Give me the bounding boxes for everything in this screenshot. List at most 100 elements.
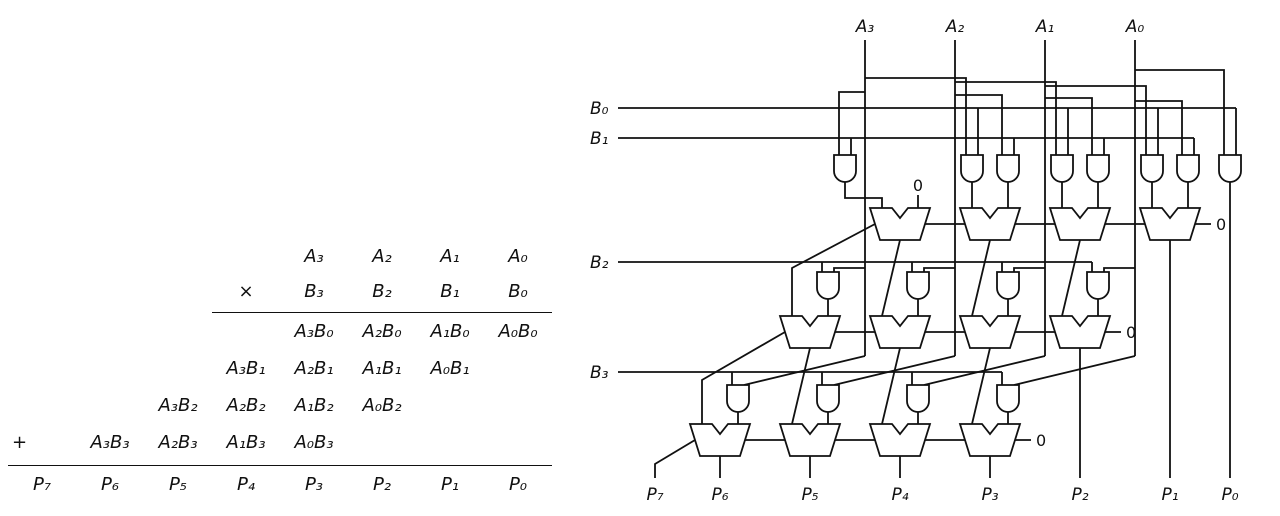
mult-cell: A₃B₀ (294, 321, 334, 342)
partial-product-row-4: + A₃B₃ A₂B₃ A₁B₃ A₀B₃ (8, 432, 552, 453)
adder-row1-1 (868, 207, 932, 241)
mult-cell: P₄ (236, 474, 256, 495)
partial-product-row-3: A₃B₂ A₂B₂ A₁B₂ A₀B₂ (8, 395, 552, 416)
mult-cell: A₂B₂ (226, 395, 266, 416)
sum-p-wires-row3 (719, 456, 991, 478)
and-gate-a2b2 (906, 271, 930, 300)
mult-cell: A₀B₂ (362, 395, 402, 416)
plus-sign: + (12, 432, 28, 453)
mult-cell: P₇ (32, 474, 52, 495)
and-gate-a3b0 (960, 154, 984, 183)
carry-wires-row2 (701, 331, 1121, 424)
mult-cell: A₃ (304, 246, 324, 267)
b2-input-label: B₂ (590, 253, 609, 273)
and-gate-a3b3 (726, 384, 750, 413)
adder-row2-3 (958, 315, 1022, 349)
and-gate-a0b0 (1218, 154, 1242, 183)
adder-row3-1 (688, 423, 752, 457)
mult-cell: A₃B₃ (90, 432, 130, 453)
mult-cell: A₁B₁ (362, 358, 402, 379)
and-gate-a1b2 (996, 271, 1020, 300)
mult-cell (8, 321, 76, 342)
and-gate-a2b3 (816, 384, 840, 413)
mult-cell (144, 358, 212, 379)
a1-input-label: A₁ (1035, 17, 1054, 37)
and-gate-a2b1 (996, 154, 1020, 183)
mult-cell (76, 358, 144, 379)
adder-row3-2 (778, 423, 842, 457)
mult-cell (76, 281, 144, 302)
multiplication-layout: A₃ A₂ A₁ A₀ × B₃ B₂ B₁ B₀ A₃B₀ A₂B₀ A₁B₀… (0, 0, 565, 516)
a-row1-branch-wires (838, 69, 1225, 155)
mult-cell: B₀ (508, 281, 528, 302)
mult-cell: P₂ (372, 474, 392, 495)
zero-label-top: 0 (913, 176, 923, 195)
mult-cell (484, 358, 552, 379)
a3-input-label: A₃ (855, 17, 875, 37)
b0-input-label: B₀ (590, 99, 609, 119)
and-gate-a1b3 (906, 384, 930, 413)
mult-cell (416, 395, 484, 416)
partial-product-row-2: A₃B₁ A₂B₁ A₁B₁ A₀B₁ (8, 358, 552, 379)
mult-cell (416, 432, 484, 453)
p5-output-label: P₅ (801, 485, 818, 505)
and-gate-a0b1 (1176, 154, 1200, 183)
adder-row2-2 (868, 315, 932, 349)
mult-cell (8, 395, 76, 416)
mult-cell: P₃ (304, 474, 324, 495)
a2-input-label: A₂ (945, 17, 965, 37)
mult-cell: A₁B₃ (226, 432, 266, 453)
p2-output-label: P₂ (1071, 485, 1088, 505)
mult-cell: A₁ (440, 246, 460, 267)
mult-cell (144, 281, 212, 302)
and-gate-a0b2 (1086, 271, 1110, 300)
b-stub-wires-row3 (731, 372, 1003, 385)
and-gate-a2b0 (1050, 154, 1074, 183)
mult-cell (8, 246, 76, 267)
mult-cell (8, 281, 76, 302)
mult-cell (484, 395, 552, 416)
zero-label-row2: 0 (1126, 323, 1136, 342)
circuit-labels: A₃ A₂ A₁ A₀ B₀ B₁ B₂ B₃ 0 0 0 0 P₇ P₆ P₅… (590, 17, 1239, 505)
zero-label-row3: 0 (1036, 431, 1046, 450)
mult-cell (8, 358, 76, 379)
mult-cell: A₂B₃ (158, 432, 198, 453)
multiplicand-row: A₃ A₂ A₁ A₀ (8, 246, 552, 267)
adder-row1-3 (1048, 207, 1112, 241)
and-gates (726, 154, 1242, 413)
b-stub-wires-row2 (821, 262, 1093, 272)
mult-cell: P₁ (440, 474, 460, 495)
zero-label-row1: 0 (1216, 215, 1226, 234)
mult-cell: P₅ (168, 474, 188, 495)
mult-cell: A₀B₁ (430, 358, 470, 379)
mult-cell: A₃B₁ (226, 358, 266, 379)
multiplier-rule-line (212, 312, 552, 313)
b1-input-label: B₁ (590, 129, 608, 149)
mult-cell: A₀ (508, 246, 528, 267)
gate-output-wires-row1 (844, 182, 1189, 208)
gate-output-wires-row2 (827, 299, 1099, 316)
adder-row2-4 (1048, 315, 1112, 349)
carry-wires-row1 (791, 223, 1211, 316)
adder-row1-2 (958, 207, 1022, 241)
b-stub-wires-row1 (850, 108, 1237, 155)
p0-output-label: P₀ (1221, 485, 1238, 505)
mult-cell: A₁B₀ (430, 321, 470, 342)
circuit-wires (618, 40, 1237, 478)
mult-cell (76, 321, 144, 342)
mult-cell: B₃ (304, 281, 324, 302)
p3-output-label: P₃ (981, 485, 998, 505)
sum-wires-row2 (791, 347, 991, 425)
mult-cell: A₀B₃ (294, 432, 334, 453)
p6-output-label: P₆ (711, 485, 728, 505)
mult-cell: A₂ (372, 246, 392, 267)
multiply-sign: × (238, 281, 254, 302)
adder-cells (688, 207, 1202, 457)
and-gate-a1b1 (1086, 154, 1110, 183)
partial-product-row-1: A₃B₀ A₂B₀ A₁B₀ A₀B₀ (8, 321, 552, 342)
p7-output-label: P₇ (646, 485, 663, 505)
product-rule-line (8, 465, 552, 466)
adder-row1-4 (1138, 207, 1202, 241)
a-row2-branch-wires (833, 267, 1135, 272)
p1-output-label: P₁ (1161, 485, 1178, 505)
